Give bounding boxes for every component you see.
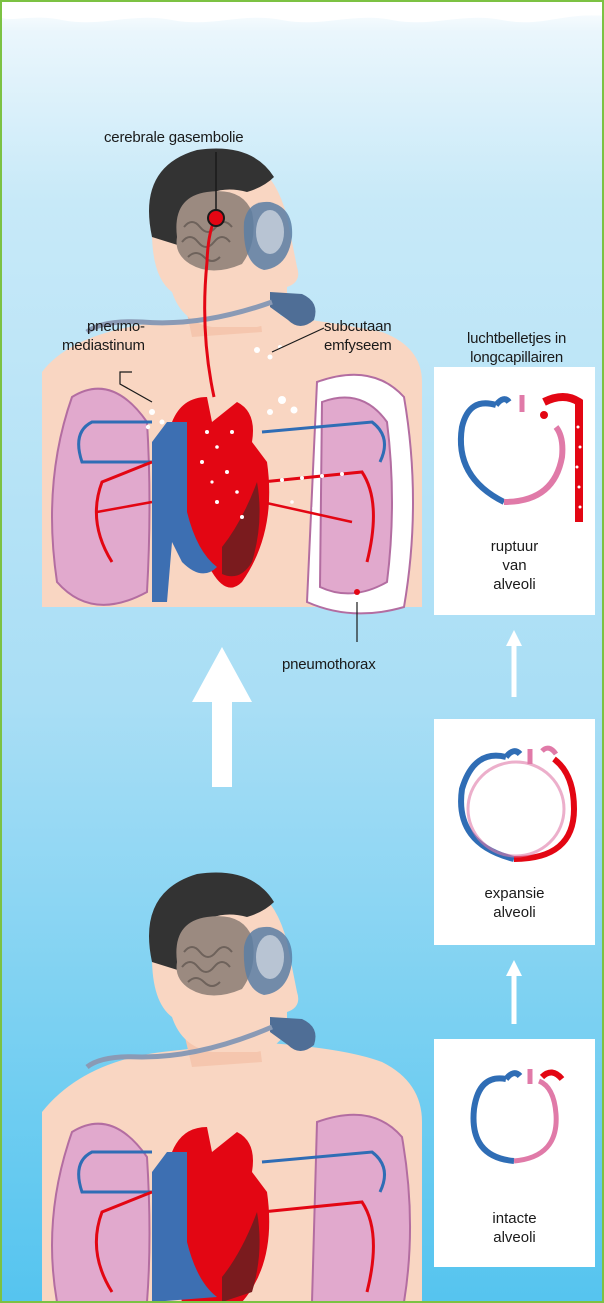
stage-caption-intact: intacte alveoli bbox=[434, 1209, 595, 1247]
stage-box-intact: intacte alveoli bbox=[434, 1039, 595, 1267]
stage-caption-expansion: expansie alveoli bbox=[434, 884, 595, 922]
stage-box-expansion: expansie alveoli bbox=[434, 719, 595, 945]
expanded-alveolus-icon bbox=[434, 719, 595, 879]
intact-alveolus-icon bbox=[434, 1039, 595, 1209]
